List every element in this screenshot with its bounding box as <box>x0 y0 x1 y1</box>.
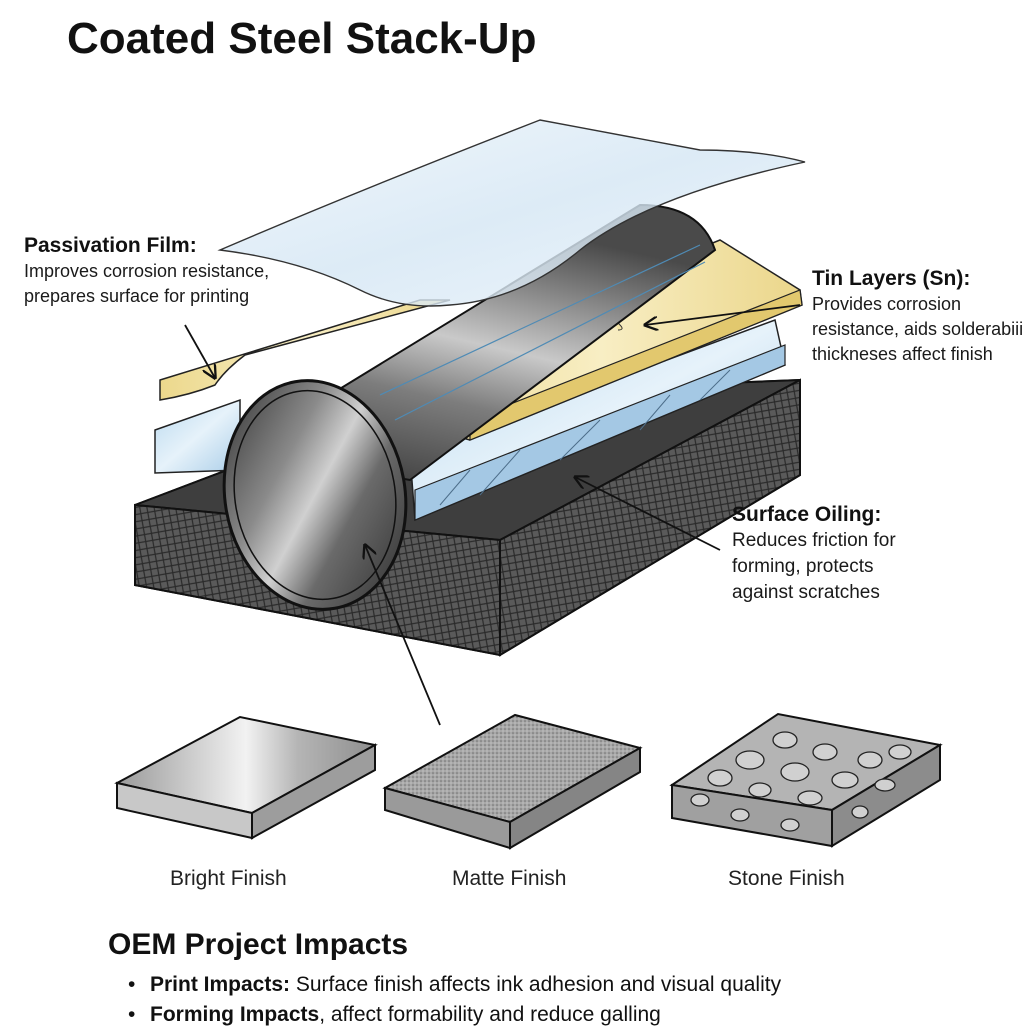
oiling-line: forming, protects <box>732 556 874 577</box>
passivation-callout: Passivation Film: Improves corrosion res… <box>24 233 324 309</box>
passivation-heading: Passivation Film: <box>24 234 197 257</box>
bright-finish-block <box>114 715 378 840</box>
oiling-line: against scratches <box>732 582 880 603</box>
bright-finish-label: Bright Finish <box>170 867 287 890</box>
tin-callout: Tin Layers (Sn): Provides corrosion resi… <box>812 266 1024 367</box>
stone-finish-block <box>669 712 943 848</box>
impact-label: Forming Impacts <box>150 1003 320 1026</box>
bullet-icon: • <box>128 1003 136 1026</box>
passivation-line: Improves corrosion resistance, <box>24 261 270 281</box>
oiling-arrow <box>575 477 721 551</box>
leader-lines <box>184 304 801 726</box>
bullet-icon: • <box>128 973 136 996</box>
tin-line: Provides corrosion <box>812 294 962 314</box>
oiling-callout: Surface Oiling: Reduces friction for for… <box>732 502 972 606</box>
impacts-list: • Print Impacts: Surface finish affects … <box>128 970 781 1030</box>
steel-arrow <box>365 545 441 726</box>
impact-label: Print Impacts: <box>150 973 291 996</box>
stone-finish-label: Stone Finish <box>728 867 845 890</box>
passivation-arrow <box>184 324 215 378</box>
oiling-heading: Surface Oiling: <box>732 503 882 526</box>
surface-oiling-layer <box>154 318 786 522</box>
oiling-line: Reduces friction for <box>732 530 896 551</box>
tin-line: resistance, aids solderabiii <box>812 319 1024 339</box>
impact-item: • Forming Impacts, affect formability an… <box>128 1000 781 1030</box>
tin-arrow <box>645 304 801 325</box>
impact-text: Surface finish affects ink adhesion and … <box>290 973 782 996</box>
page-title: Coated Steel Stack-Up <box>67 14 537 63</box>
impact-text: , affect formability and reduce galling <box>319 1003 661 1026</box>
tin-line: thickneses affect finish <box>812 344 993 364</box>
steel-coil <box>222 203 717 611</box>
impact-item: • Print Impacts: Surface finish affects … <box>128 970 781 1000</box>
matte-finish-block <box>382 713 643 850</box>
passivation-film-sheet <box>217 119 806 307</box>
passivation-line: prepares surface for printing <box>24 286 250 306</box>
matte-finish-label: Matte Finish <box>452 867 567 890</box>
tin-heading: Tin Layers (Sn): <box>812 267 971 290</box>
impacts-heading: OEM Project Impacts <box>108 928 409 961</box>
